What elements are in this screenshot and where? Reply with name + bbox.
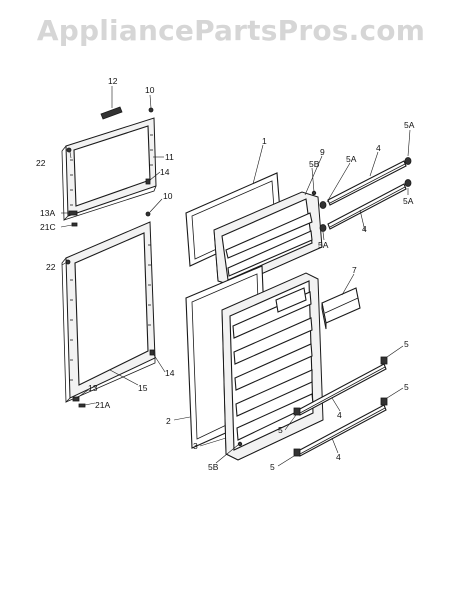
part-4-lower-shelf-rail-b	[293, 397, 388, 457]
callout-4-lower-a: 4	[337, 410, 342, 420]
callout-13a: 13A	[40, 208, 55, 218]
callout-5a-mid-left: 5A	[318, 240, 329, 250]
callout-13: 13	[88, 383, 98, 393]
callout-2: 2	[166, 416, 171, 426]
callout-5-lower-left: 5	[270, 462, 275, 472]
callout-10-upper: 10	[145, 85, 155, 95]
callout-21a: 21A	[95, 400, 110, 410]
callout-5a-mid-right: 5A	[403, 196, 414, 206]
part-12-handle-strip	[100, 106, 123, 120]
callout-leader-lines	[60, 86, 411, 467]
part-4-upper-shelf-rail-a	[319, 157, 412, 209]
callout-1: 1	[262, 136, 267, 146]
callout-5b-lower: 5B	[208, 462, 219, 472]
callout-4-upper-b: 4	[362, 224, 367, 234]
callout-labels: 12 10 11 14 22 13A 21C 10 22 14 13 15 21…	[36, 76, 415, 472]
callout-10-lower: 10	[163, 191, 173, 201]
callout-5-lower-right: 5	[404, 382, 409, 392]
part-11-freezer-door-frame	[61, 107, 157, 227]
callout-5b-upper: 5B	[309, 159, 320, 169]
part-5b-screw-lower	[237, 441, 243, 447]
callout-3: 3	[193, 441, 198, 451]
callout-14-upper: 14	[160, 167, 170, 177]
callout-11: 11	[165, 152, 174, 162]
callout-21c: 21C	[40, 222, 56, 232]
callout-5a-top-left: 5A	[346, 154, 357, 164]
callout-22-lower: 22	[46, 262, 56, 272]
callout-22-upper: 22	[36, 158, 46, 168]
callout-12: 12	[108, 76, 118, 86]
callout-9: 9	[320, 147, 325, 157]
callout-7: 7	[352, 265, 357, 275]
callout-14-lower: 14	[165, 368, 175, 378]
callout-4-upper-a: 4	[376, 143, 381, 153]
watermark-text: AppliancePartsPros.com	[36, 14, 426, 47]
callout-5a-top-right: 5A	[404, 120, 415, 130]
callout-5-upper-right: 5	[404, 339, 409, 349]
callout-15: 15	[138, 383, 148, 393]
part-7-dairy-cover	[321, 287, 361, 330]
part-15-refrigerator-door-frame	[61, 211, 156, 408]
callout-5-upper-left: 5	[278, 425, 283, 435]
part-3-fresh-food-inner-door	[221, 272, 324, 461]
part-4-upper-shelf-rail-b	[319, 179, 412, 232]
part-4-lower-shelf-rail-a	[293, 356, 388, 416]
callout-4-lower-b: 4	[336, 452, 341, 462]
